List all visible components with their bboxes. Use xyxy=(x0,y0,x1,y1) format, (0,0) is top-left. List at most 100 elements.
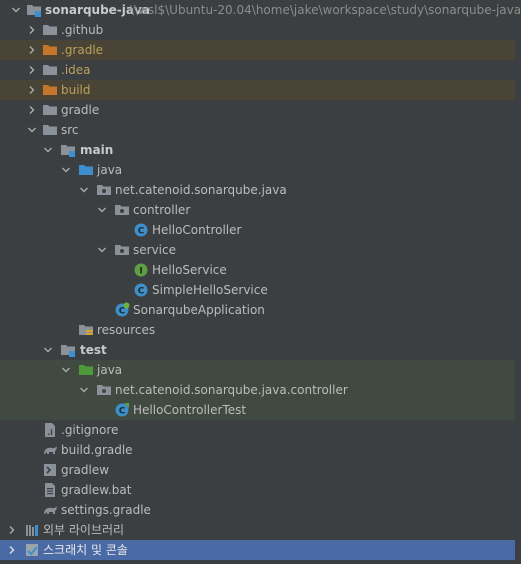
gradle-icon xyxy=(42,442,58,458)
tree-row-github[interactable]: .github xyxy=(0,20,515,40)
tree-row-controller[interactable]: controller xyxy=(0,200,515,220)
tree-row-main-package[interactable]: net.catenoid.sonarqube.java xyxy=(0,180,515,200)
svg-text:C: C xyxy=(138,227,145,237)
tree-row-idea[interactable]: .idea xyxy=(0,60,515,80)
tree-label-simple-hello-service: SimpleHelloService xyxy=(152,283,268,297)
tree-row-test[interactable]: test xyxy=(0,340,515,360)
tree-label-service: service xyxy=(133,243,176,257)
tree-label-gitignore: .gitignore xyxy=(61,423,119,437)
tree-row-simple-hello-service[interactable]: C SimpleHelloService xyxy=(0,280,515,300)
tree-label-hello-service: HelloService xyxy=(152,263,227,277)
tree-label-main-package: net.catenoid.sonarqube.java xyxy=(115,183,287,197)
chevron-down-icon[interactable] xyxy=(76,380,92,400)
tree-row-gradle-hidden[interactable]: .gradle xyxy=(0,40,515,60)
tree-label-test-java: java xyxy=(97,363,123,377)
tree-row-resources[interactable]: resources xyxy=(0,320,515,340)
tree-label-sonarqube-application: SonarqubeApplication xyxy=(133,303,265,317)
tree-row-src[interactable]: src xyxy=(0,120,515,140)
chevron-right-icon[interactable] xyxy=(24,60,40,80)
folder-icon xyxy=(42,102,58,118)
tree-row-hello-controller[interactable]: C HelloController xyxy=(0,220,515,240)
tree-label-main-java: java xyxy=(97,163,123,177)
tree-row-gitignore[interactable]: .i .gitignore xyxy=(0,420,515,440)
tree-label-idea: .idea xyxy=(61,63,91,77)
spring-boot-class-icon: C xyxy=(114,302,130,318)
tree-label-github: .github xyxy=(61,23,104,37)
chevron-right-icon[interactable] xyxy=(4,540,20,560)
chevron-right-icon[interactable] xyxy=(24,80,40,100)
tree-label-src: src xyxy=(61,123,79,137)
tree-label-external-libraries: 외부 라이브러리 xyxy=(43,523,125,537)
folder-icon xyxy=(42,122,58,138)
module-folder-icon xyxy=(26,2,42,18)
tree-label-settings-gradle: settings.gradle xyxy=(61,503,151,517)
chevron-down-icon[interactable] xyxy=(8,0,24,20)
tree-row-test-package[interactable]: net.catenoid.sonarqube.java.controller xyxy=(0,380,515,400)
chevron-down-icon[interactable] xyxy=(94,240,110,260)
excluded-folder-icon xyxy=(42,42,58,58)
gitignore-icon: .i xyxy=(42,422,58,438)
tree-row-build-gradle[interactable]: build.gradle xyxy=(0,440,515,460)
tree-label-main: main xyxy=(80,143,114,157)
tree-label-scratches: 스크래치 및 콘솔 xyxy=(43,543,128,557)
tree-label-gradlew-bat: gradlew.bat xyxy=(61,483,132,497)
chevron-down-icon[interactable] xyxy=(58,360,74,380)
svg-text:C: C xyxy=(138,287,145,297)
tree-label-gradle-hidden: .gradle xyxy=(61,43,104,57)
tree-row-gradlew[interactable]: gradlew xyxy=(0,460,515,480)
chevron-down-icon[interactable] xyxy=(40,340,56,360)
text-file-icon xyxy=(42,482,58,498)
chevron-down-icon[interactable] xyxy=(94,200,110,220)
tree-row-hello-controller-test[interactable]: C HelloControllerTest xyxy=(0,400,515,420)
tree-row-build[interactable]: build xyxy=(0,80,515,100)
tree-row-test-java[interactable]: java xyxy=(0,360,515,380)
tree-row-project-root[interactable]: sonarqube-java \\wsl$\Ubuntu-20.04\home\… xyxy=(0,0,521,20)
tree-label-test-package: net.catenoid.sonarqube.java.controller xyxy=(115,383,348,397)
svg-text:C: C xyxy=(119,307,126,317)
tree-label-gradle: gradle xyxy=(61,103,100,117)
source-folder-icon xyxy=(78,162,94,178)
chevron-right-icon[interactable] xyxy=(4,520,20,540)
tree-row-external-libraries[interactable]: 외부 라이브러리 xyxy=(0,520,515,540)
test-folder-icon xyxy=(78,362,94,378)
tree-row-hello-service[interactable]: I HelloService xyxy=(0,260,515,280)
chevron-down-icon[interactable] xyxy=(24,120,40,140)
chevron-down-icon[interactable] xyxy=(40,140,56,160)
package-icon xyxy=(96,182,112,198)
tree-row-main[interactable]: main xyxy=(0,140,515,160)
excluded-folder-icon xyxy=(42,82,58,98)
tree-row-gradle[interactable]: gradle xyxy=(0,100,515,120)
svg-text:C: C xyxy=(119,407,126,417)
resources-folder-icon xyxy=(78,322,94,338)
tree-row-gradlew-bat[interactable]: gradlew.bat xyxy=(0,480,515,500)
package-icon xyxy=(114,202,130,218)
tree-label-test: test xyxy=(80,343,107,357)
svg-text:.i: .i xyxy=(47,428,53,437)
project-name: sonarqube-java xyxy=(45,3,150,17)
class-icon: C xyxy=(133,222,149,238)
tree-label-controller: controller xyxy=(133,203,191,217)
svg-text:I: I xyxy=(139,267,142,277)
tree-row-service[interactable]: service xyxy=(0,240,515,260)
chevron-right-icon[interactable] xyxy=(24,100,40,120)
interface-icon: I xyxy=(133,262,149,278)
chevron-down-icon[interactable] xyxy=(76,180,92,200)
tree-row-main-java[interactable]: java xyxy=(0,160,515,180)
tree-row-settings-gradle[interactable]: settings.gradle xyxy=(0,500,515,520)
chevron-right-icon[interactable] xyxy=(24,40,40,60)
terminal-icon xyxy=(42,462,58,478)
tree-label-gradlew: gradlew xyxy=(61,463,110,477)
library-icon xyxy=(24,522,40,538)
tree-label-resources: resources xyxy=(97,323,156,337)
tree-label-build-gradle: build.gradle xyxy=(61,443,133,457)
chevron-down-icon[interactable] xyxy=(58,160,74,180)
tree-label-build: build xyxy=(61,83,91,97)
package-icon xyxy=(114,242,130,258)
module-folder-icon xyxy=(60,142,76,158)
tree-row-scratches[interactable]: 스크래치 및 콘솔 xyxy=(0,540,515,560)
tree-row-sonarqube-application[interactable]: C SonarqubeApplication xyxy=(0,300,515,320)
package-icon xyxy=(96,382,112,398)
chevron-right-icon[interactable] xyxy=(24,20,40,40)
class-icon: C xyxy=(133,282,149,298)
